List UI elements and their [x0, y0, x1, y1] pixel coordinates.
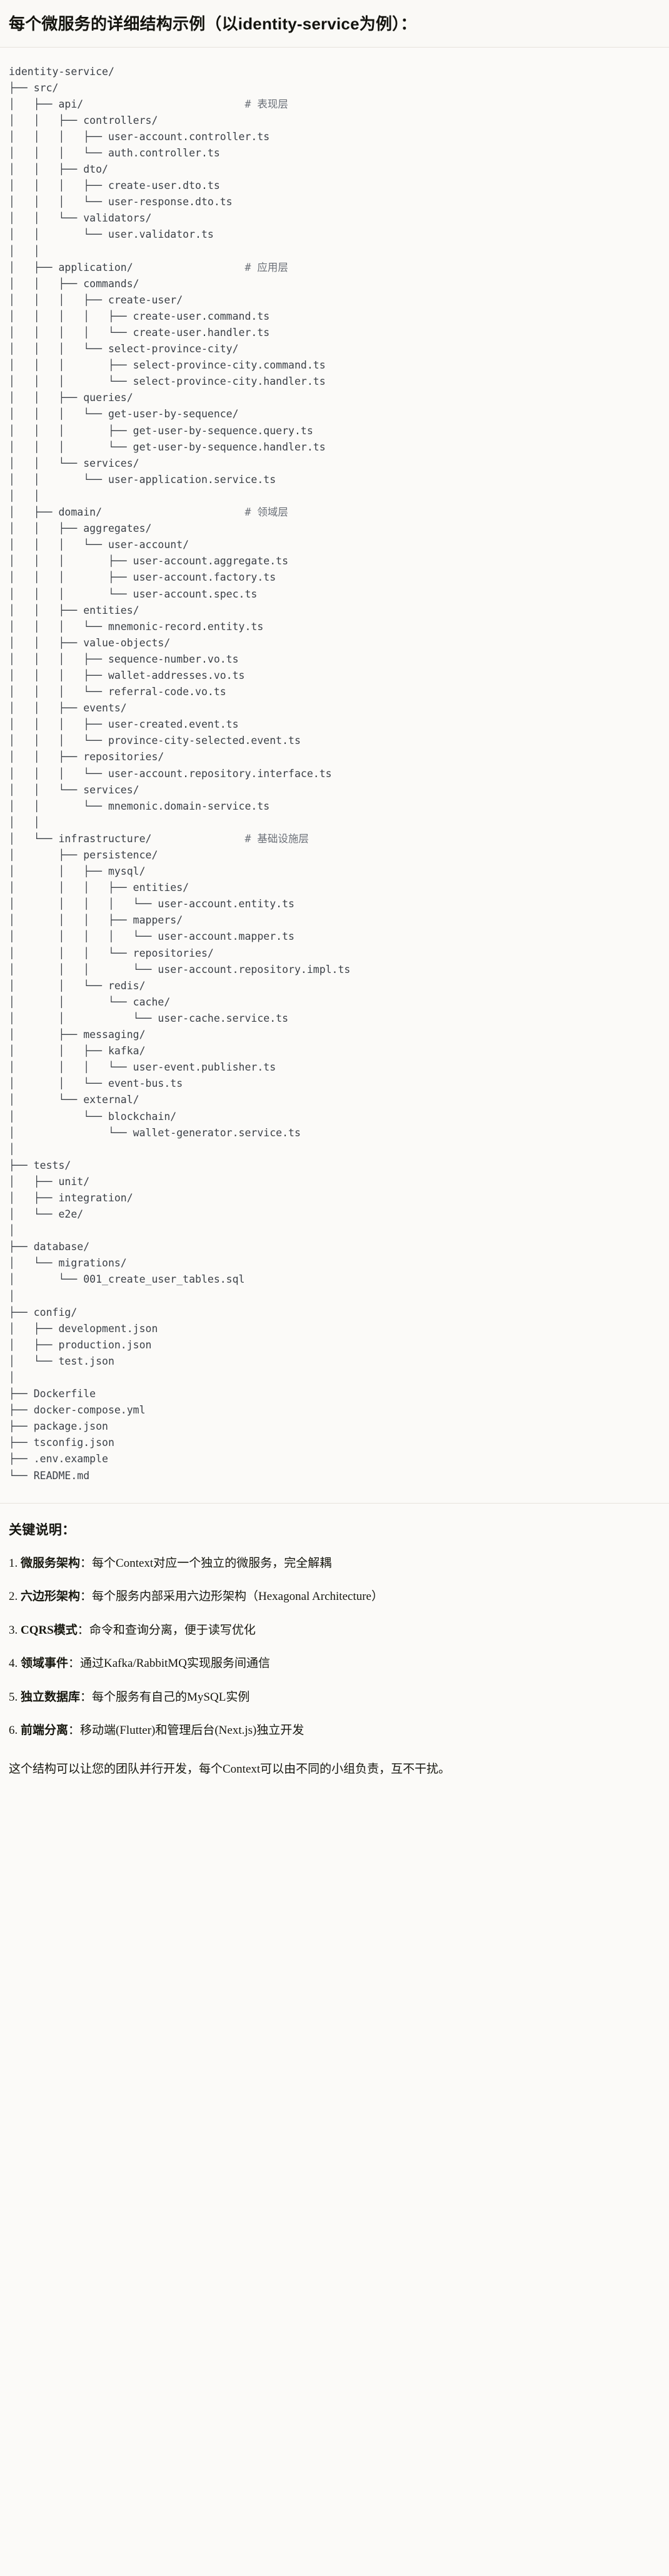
key-note-term: 六边形架构	[21, 1590, 81, 1604]
key-note-number: 5.	[9, 1690, 21, 1704]
key-notes-heading: 关键说明：	[9, 1522, 76, 1537]
key-note-term: 微服务架构	[21, 1556, 81, 1570]
key-note-separator: ：	[77, 1623, 89, 1637]
key-note-item: 6. 前端分离：移动端(Flutter)和管理后台(Next.js)独立开发	[9, 1722, 660, 1739]
key-note-number: 6.	[9, 1724, 21, 1738]
key-note-item: 3. CQRS模式：命令和查询分离，便于读写优化	[9, 1622, 660, 1639]
key-note-number: 1.	[9, 1556, 21, 1570]
key-note-term: CQRS模式	[21, 1623, 78, 1637]
key-note-separator: ：	[80, 1556, 93, 1570]
document-page: 每个微服务的详细结构示例（以identity-service为例）： ident…	[0, 0, 669, 1798]
tree-layer-comment: # 表现层	[244, 98, 288, 110]
key-note-separator: ：	[80, 1690, 93, 1704]
key-note-number: 4.	[9, 1657, 21, 1671]
page-title: 每个微服务的详细结构示例（以identity-service为例）：	[9, 14, 417, 33]
key-note-separator: ：	[68, 1724, 81, 1738]
key-note-item: 2. 六边形架构：每个服务内部采用六边形架构（Hexagonal Archite…	[9, 1588, 660, 1606]
key-note-term: 独立数据库	[21, 1690, 81, 1704]
closing-paragraph: 这个结构可以让您的团队并行开发，每个Context可以由不同的小组负责，互不干扰…	[9, 1762, 451, 1776]
tree-layer-comment: # 应用层	[244, 261, 288, 273]
key-note-description: 每个服务内部采用六边形架构（Hexagonal Architecture）	[92, 1590, 383, 1604]
tree-layer-comment: # 基础设施层	[244, 832, 309, 845]
key-note-description: 通过Kafka/RabbitMQ实现服务间通信	[80, 1657, 271, 1671]
key-note-item: 5. 独立数据库：每个服务有自己的MySQL实例	[9, 1689, 660, 1706]
key-note-separator: ：	[80, 1590, 93, 1604]
key-note-term: 领域事件	[21, 1657, 69, 1671]
key-note-description: 命令和查询分离，便于读写优化	[89, 1623, 256, 1637]
key-note-separator: ：	[68, 1657, 81, 1671]
key-note-description: 每个Context对应一个独立的微服务，完全解耦	[92, 1556, 332, 1570]
directory-tree-text: identity-service/ ├── src/ │ ├── api/ # …	[9, 65, 351, 1482]
directory-tree-section: identity-service/ ├── src/ │ ├── api/ # …	[0, 48, 669, 1504]
key-note-number: 2.	[9, 1590, 21, 1604]
key-note-description: 移动端(Flutter)和管理后台(Next.js)独立开发	[80, 1724, 304, 1738]
key-note-item: 4. 领域事件：通过Kafka/RabbitMQ实现服务间通信	[9, 1655, 660, 1672]
title-section: 每个微服务的详细结构示例（以identity-service为例）：	[0, 0, 669, 48]
directory-tree: identity-service/ ├── src/ │ ├── api/ # …	[9, 64, 660, 1484]
key-note-item: 1. 微服务架构：每个Context对应一个独立的微服务，完全解耦	[9, 1555, 660, 1572]
tree-layer-comment: # 领域层	[244, 506, 288, 519]
key-note-description: 每个服务有自己的MySQL实例	[92, 1690, 250, 1704]
key-note-number: 3.	[9, 1623, 21, 1637]
key-note-term: 前端分离	[21, 1724, 69, 1738]
